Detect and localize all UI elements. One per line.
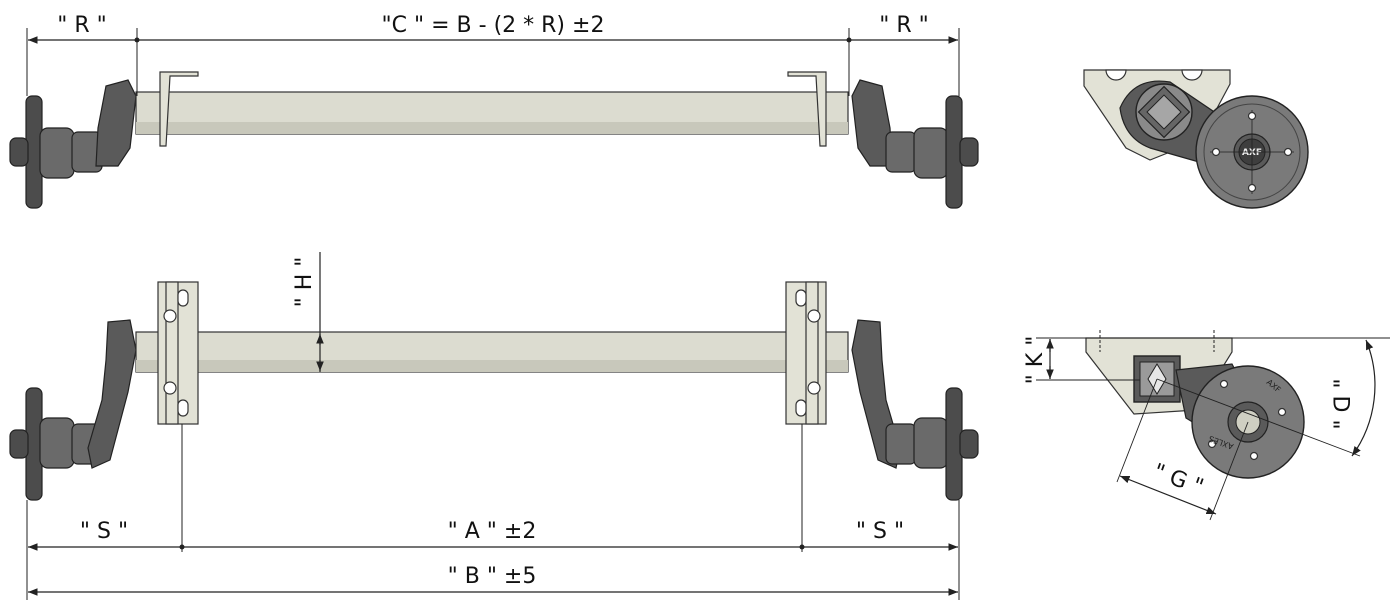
dimension-r-left: " R ": [57, 13, 107, 38]
side-view-upper: AXF: [1083, 69, 1309, 209]
top-left-bracket: [159, 71, 199, 147]
front-axle-view: [9, 281, 979, 501]
dimension-k: " K ": [1023, 336, 1048, 385]
top-axle-view: [9, 71, 979, 209]
top-right-hub: [885, 95, 979, 209]
front-left-mounting-plate: [157, 281, 199, 425]
bottom-dimension-lines: [26, 424, 960, 600]
dimension-g: " G ": [1150, 459, 1207, 500]
k-dimension-line: [1036, 337, 1390, 381]
top-left-hub: [9, 95, 103, 209]
front-left-swing-arm: [87, 319, 137, 469]
front-right-hub: [885, 387, 979, 501]
d-angle-arc: [1351, 339, 1376, 457]
dimension-s-right: " S ": [856, 519, 904, 544]
dimension-c-formula: "C " = B - (2 * R) ±2: [382, 13, 605, 38]
front-right-mounting-plate: [785, 281, 827, 425]
top-right-bracket: [787, 71, 827, 147]
side-view-lower: AXF AXLES: [1085, 330, 1361, 521]
dimension-b: " B " ±5: [448, 564, 537, 589]
dimension-h: " H ": [292, 257, 317, 308]
dimension-r-right: " R ": [879, 13, 929, 38]
front-left-hub: [9, 387, 103, 501]
dimension-a: " A " ±2: [448, 519, 537, 544]
top-left-swing-arm: [95, 79, 137, 167]
g-dimension-line: [1119, 475, 1217, 515]
dimension-d: " D ": [1331, 378, 1356, 429]
dimension-s-left: " S ": [80, 519, 128, 544]
top-dimension-line: [26, 28, 960, 96]
